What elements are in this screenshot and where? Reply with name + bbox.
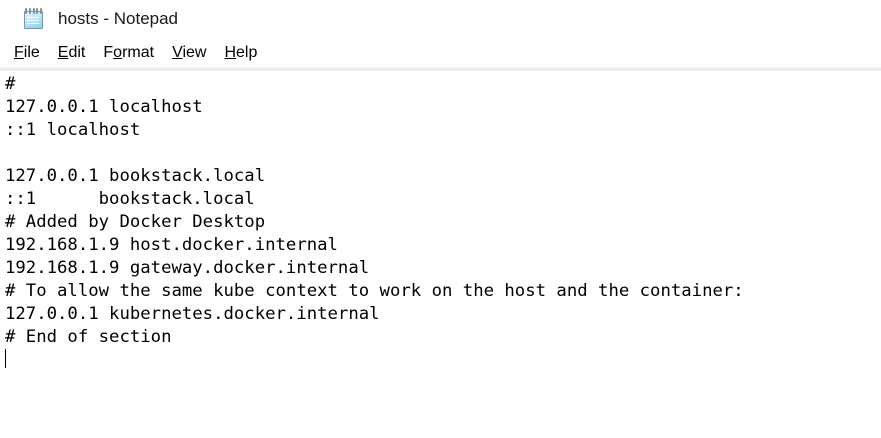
editor-line[interactable]: 192.168.1.9 gateway.docker.internal [5,258,370,278]
menu-item-edit[interactable]: Edit [49,42,95,64]
title-bar: hosts - Notepad [0,0,881,38]
menu-file-rest: ile [23,43,40,61]
menu-item-help[interactable]: Help [215,42,266,64]
editor-line[interactable]: ::1 bookstack.local [5,189,255,209]
menu-edit-accel: E [57,43,69,61]
editor-line[interactable]: 127.0.0.1 localhost [5,97,203,117]
editor-line[interactable]: 192.168.1.9 host.docker.internal [5,235,338,255]
editor-line[interactable] [5,349,881,372]
menu-item-format[interactable]: Format [94,42,163,64]
editor-line[interactable] [5,142,881,165]
window-title: hosts - Notepad [58,9,179,28]
editor-line[interactable]: # To allow the same kube context to work… [5,281,744,301]
menu-separator [0,67,881,71]
menu-bar: File Edit Format View Help [0,38,881,67]
menu-view-accel: V [172,43,183,61]
menu-format-accel: o [113,43,123,61]
editor-line[interactable]: 127.0.0.1 kubernetes.docker.internal [5,304,380,324]
menu-view-rest: iew [182,43,207,61]
menu-help-rest: elp [236,43,258,61]
editor-line[interactable]: # End of section [5,327,172,347]
menu-file-accel: F [14,43,24,61]
editor-line[interactable]: 127.0.0.1 bookstack.local [5,166,266,186]
menu-item-file[interactable]: File [5,42,49,64]
menu-edit-rest: dit [68,43,86,61]
menu-format-rest: rmat [122,43,155,61]
text-caret [5,349,6,368]
editor-line[interactable]: # [5,74,16,94]
menu-help-accel: H [224,43,237,61]
editor-line[interactable]: # Added by Docker Desktop [5,212,266,232]
notepad-icon [23,8,45,30]
menu-format-pre: F [103,43,114,61]
menu-item-view[interactable]: View [163,42,215,64]
editor-line[interactable]: ::1 localhost [5,120,141,140]
